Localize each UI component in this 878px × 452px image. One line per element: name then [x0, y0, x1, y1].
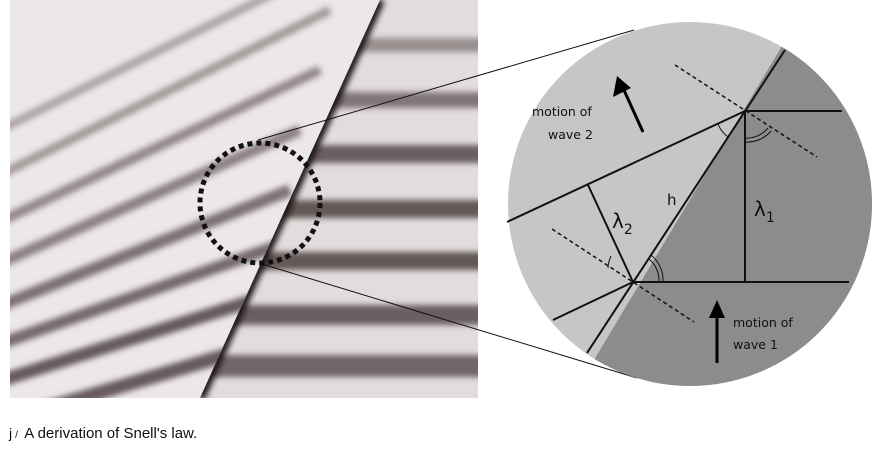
zoom-connector-bottom	[261, 263, 638, 379]
wave-2-label-line2: wave 2	[548, 127, 593, 142]
wavefront-2-top	[506, 110, 746, 223]
wave-1-label-line2: wave 1	[733, 337, 778, 352]
lambda2-segment	[587, 184, 634, 283]
zoom-connector-top	[257, 29, 635, 141]
zoom-region-circle	[197, 140, 323, 266]
caption-separator: /	[15, 430, 18, 441]
hypotenuse-label: h	[667, 191, 677, 209]
wavefront-2-bottom	[552, 281, 634, 321]
figure-caption: j/ A derivation of Snell's law.	[9, 425, 197, 442]
normal-line-bottom	[551, 228, 695, 323]
arrow-wave-1	[709, 300, 725, 363]
normal-line-top	[674, 64, 818, 158]
caption-letter: j	[9, 425, 13, 441]
angle-marks	[607, 123, 772, 283]
boundary-line	[586, 49, 786, 354]
wave-2-label-line1: motion of	[532, 104, 592, 119]
ripple-tank-photo	[10, 0, 478, 398]
lambda1-label: λ1	[754, 197, 775, 226]
wave-1-label-line1: motion of	[733, 315, 793, 330]
caption-text: A derivation of Snell's law.	[24, 425, 198, 442]
magnified-diagram: motion of wave 2 motion of wave 1 h λ1 λ…	[506, 22, 872, 386]
lambda2-label: λ2	[612, 209, 633, 238]
arrow-wave-2	[613, 76, 645, 133]
